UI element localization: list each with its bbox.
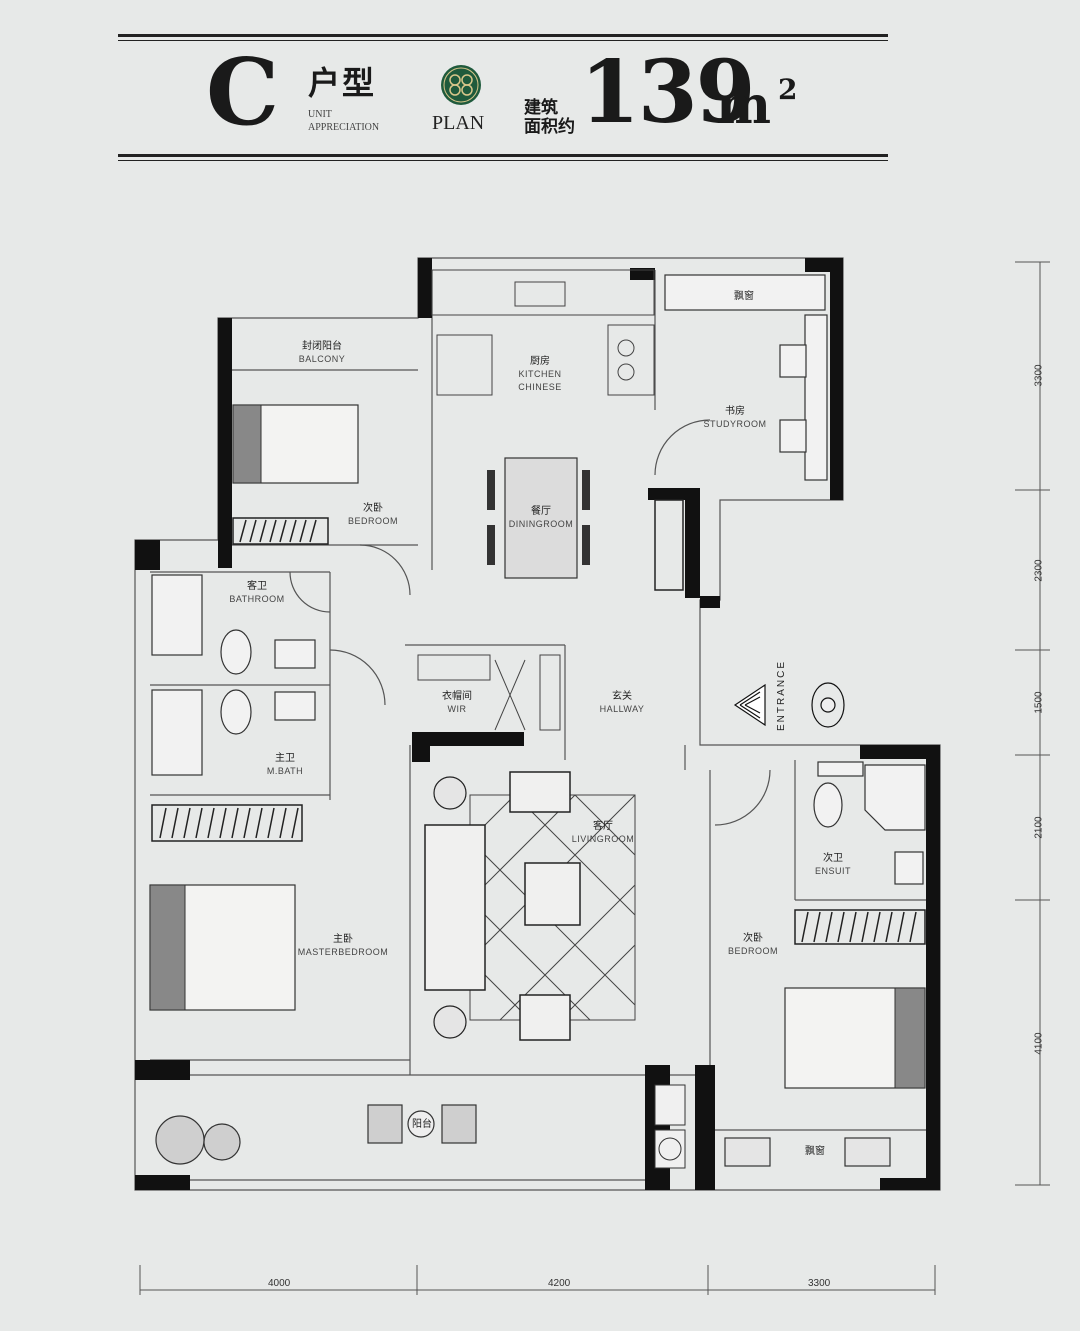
unit-type-title: 户型 [308, 65, 377, 101]
room-bay-window-bottom-cn: 飘窗 [805, 1146, 825, 1157]
dining-table [504, 457, 578, 579]
room-dining-en: DININGROOM [508, 519, 574, 529]
room-living-en: LIVINGROOM [571, 834, 635, 844]
room-balcony-south-cn: 阳台 [412, 1119, 432, 1130]
room-bedroom-nw-cn: 次卧 [362, 503, 383, 514]
dim-right-4: 2100 [1033, 816, 1045, 839]
header-top-rule [118, 34, 888, 37]
room-mbath-cn: 主卫 [275, 753, 295, 764]
room-bathroom-cn: 客卫 [247, 581, 267, 592]
room-living-cn: 客厅 [592, 821, 613, 832]
room-balcony-cn: 封闭阳台 [301, 341, 342, 352]
room-kitchen-en-1: KITCHEN [518, 369, 562, 379]
room-study-label: 书房 STUDYROOM [704, 405, 767, 431]
room-bedroom-nw-label: 次卧 BEDROOM [348, 502, 398, 528]
plan-logo-icon [441, 65, 481, 105]
room-dining-label: 餐厅 DININGROOM [509, 505, 574, 531]
room-balcony-south-label: 阳台 [412, 1118, 432, 1131]
room-wir-en: WIR [447, 704, 467, 714]
room-ensuite-label: 次卫 ENSUIT [815, 852, 851, 878]
room-kitchen-en-2: CHINESE [518, 382, 562, 392]
sofa [424, 824, 486, 991]
room-master-label: 主卧 MASTERBEDROOM [298, 933, 389, 959]
header-top-rule-thin [118, 40, 888, 41]
room-bay-window-top-cn: 飘窗 [734, 291, 754, 302]
room-master-cn: 主卧 [332, 934, 353, 945]
area-label-line-1: 建筑 [524, 98, 558, 117]
room-ensuite-cn: 次卫 [822, 853, 843, 864]
dim-bottom-3: 3300 [808, 1278, 831, 1289]
entrance-arrow-icon [733, 683, 766, 727]
room-wir-label: 衣帽间 WIR [442, 690, 472, 716]
room-hallway-en: HALLWAY [599, 704, 645, 714]
room-bathroom-label: 客卫 BATHROOM [229, 580, 284, 606]
dim-right-2: 2300 [1033, 559, 1045, 582]
area-label: 建筑 面积约 [524, 98, 578, 136]
header-bottom-rule-thin [118, 160, 888, 161]
room-bay-window-top-label: 飘窗 [734, 290, 754, 303]
room-bedroom-se-en: BEDROOM [727, 946, 779, 956]
room-dining-cn: 餐厅 [531, 506, 551, 517]
room-hallway-cn: 玄关 [612, 691, 632, 702]
armchair-top [509, 771, 571, 813]
header-bottom-rule [118, 154, 888, 157]
room-mbath-label: 主卫 M.BATH [267, 752, 303, 778]
room-living-label: 客厅 LIVINGROOM [572, 820, 635, 846]
dim-right-3: 1500 [1033, 691, 1045, 714]
unit-letter: C [206, 38, 280, 146]
room-balcony-label: 封闭阳台 BALCONY [299, 340, 346, 366]
room-wir-cn: 衣帽间 [442, 691, 472, 702]
room-bedroom-se-cn: 次卧 [742, 933, 763, 944]
entrance-label: ENTRANCE [776, 660, 787, 732]
armchair-bottom [519, 994, 571, 1041]
room-study-cn: 书房 [725, 406, 745, 417]
room-bay-window-bottom-label: 飘窗 [805, 1145, 825, 1158]
room-kitchen-cn: 厨房 [529, 356, 550, 367]
area-value: 139 [580, 42, 756, 143]
unit-subtitle-line-2: APPRECIATION [308, 122, 380, 133]
area-label-line-2: 面积约 [524, 117, 575, 136]
dim-bottom-2: 4200 [548, 1278, 571, 1289]
room-bedroom-nw-en: BEDROOM [347, 516, 399, 526]
area-unit-superscript: 2 [778, 73, 798, 106]
dim-bottom-1: 4000 [268, 1278, 291, 1289]
room-master-en: MASTERBEDROOM [297, 947, 389, 957]
room-bathroom-en: BATHROOM [229, 594, 285, 604]
coffee-table [524, 862, 581, 926]
plan-label: PLAN [432, 112, 485, 134]
dim-right-5: 4100 [1033, 1032, 1045, 1055]
unit-subtitle-line-1: UNIT [308, 109, 332, 120]
area-unit: m [716, 75, 772, 136]
room-balcony-en: BALCONY [298, 354, 346, 364]
room-mbath-en: M.BATH [266, 766, 304, 776]
room-kitchen-label: 厨房 KITCHEN CHINESE [518, 355, 562, 394]
room-study-en: STUDYROOM [703, 419, 767, 429]
room-hallway-label: 玄关 HALLWAY [600, 690, 645, 716]
unit-subtitle: UNIT APPRECIATION [308, 108, 379, 134]
room-bedroom-se-label: 次卧 BEDROOM [728, 932, 778, 958]
dim-right-1: 3300 [1033, 364, 1045, 387]
room-ensuite-en: ENSUIT [814, 866, 852, 876]
